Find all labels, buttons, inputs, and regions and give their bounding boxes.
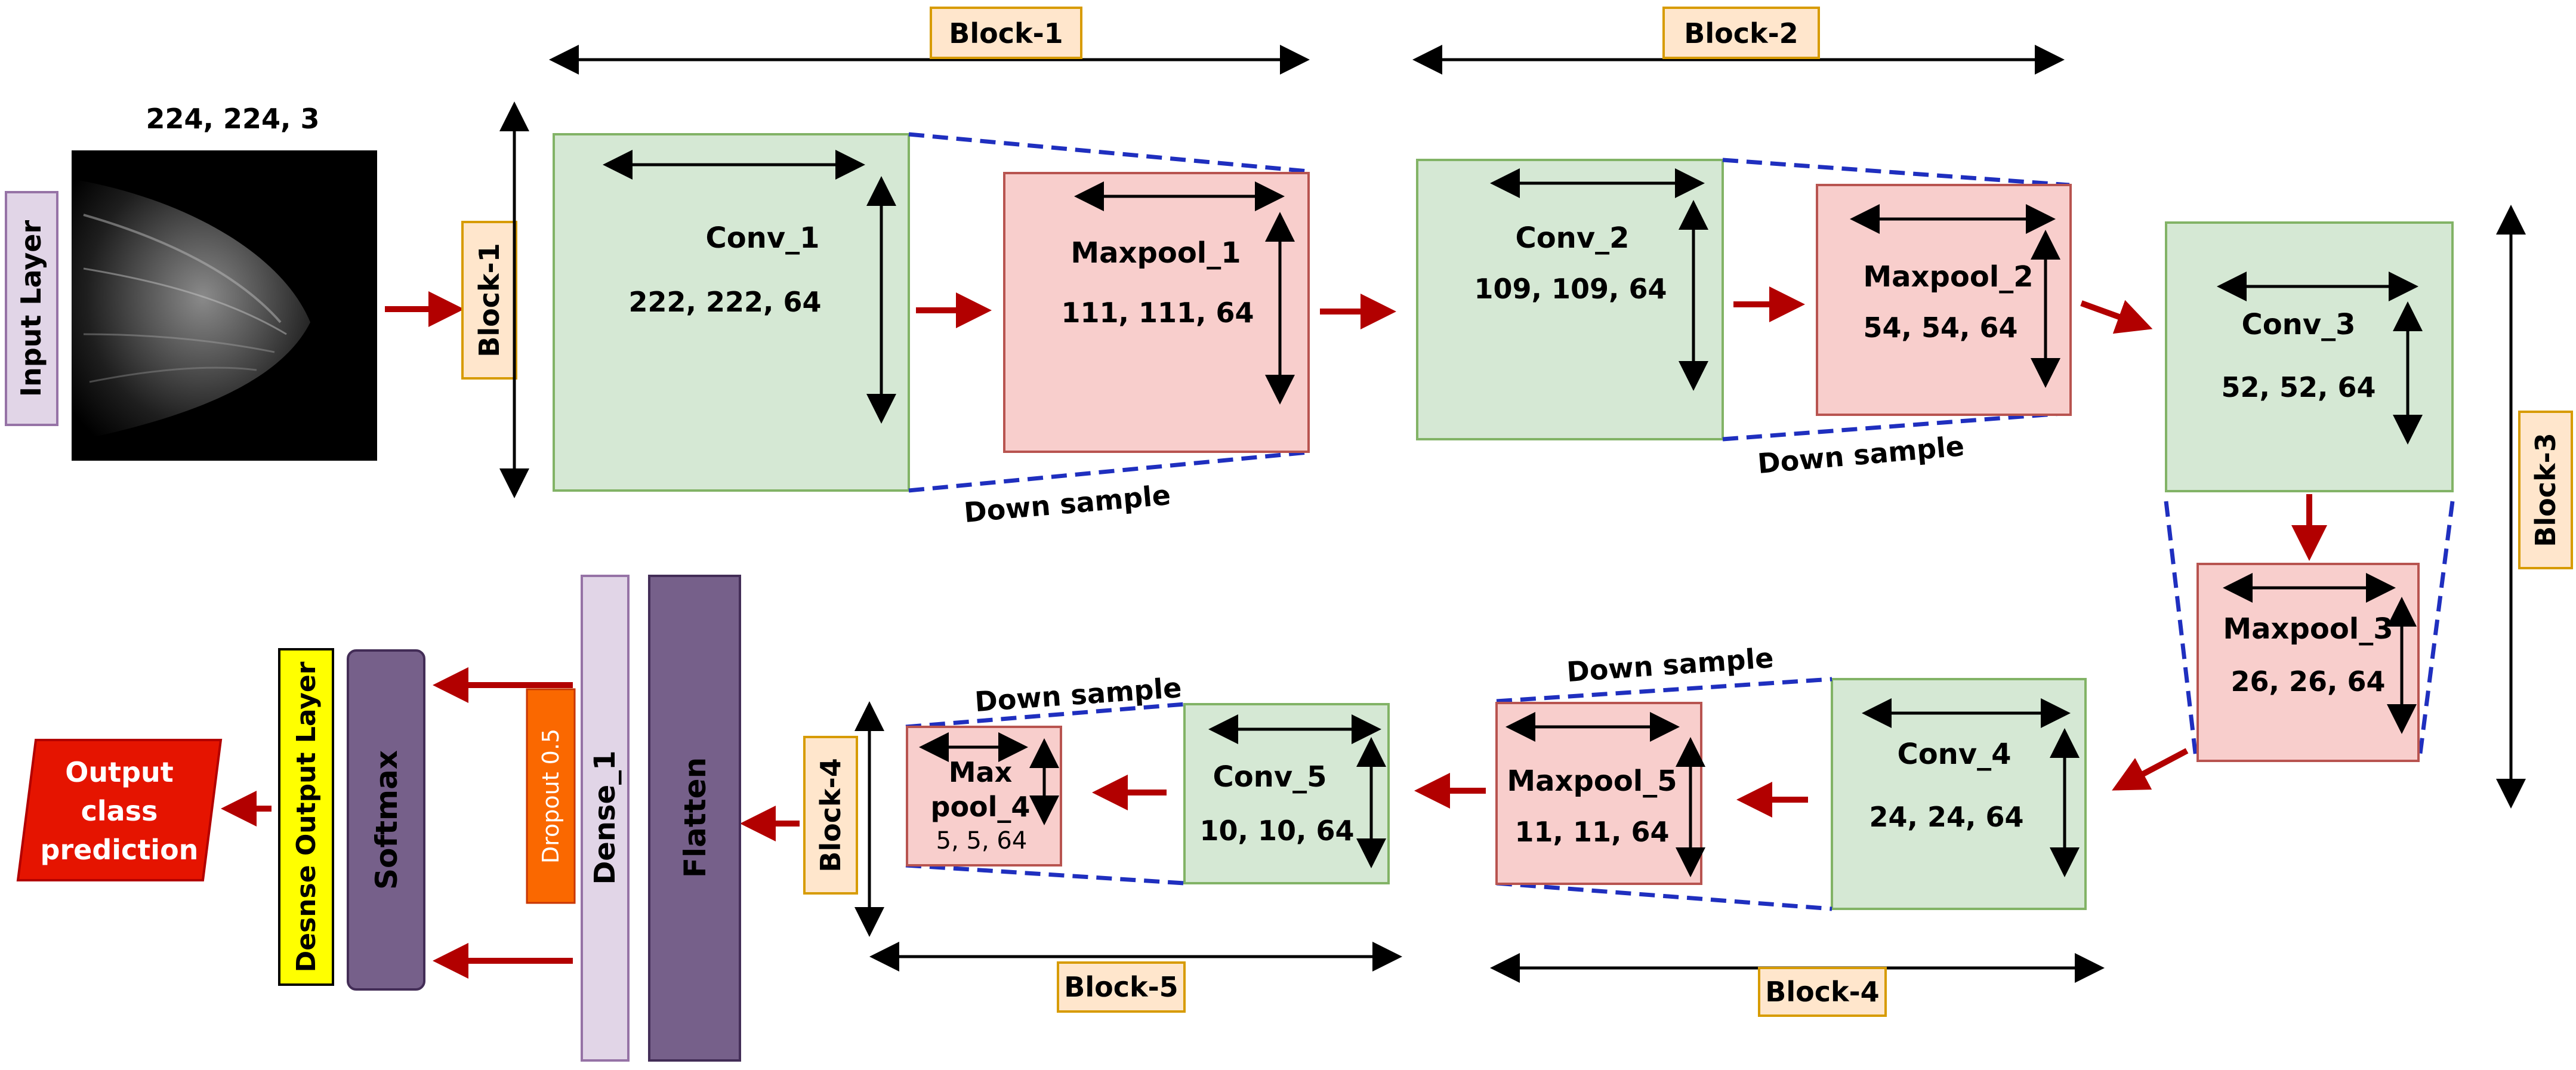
block1-side-label: Block-1 — [473, 243, 505, 357]
downsample1-label: Down sample — [962, 479, 1172, 529]
conv4-layer: Conv_4 24, 24, 64 — [1831, 678, 2087, 910]
downsample2-bottom-dash — [1722, 411, 2070, 442]
dense-layer: Dense_1 — [581, 575, 630, 1062]
maxpool2-layer: Maxpool_2 54, 54, 64 — [1816, 184, 2072, 416]
block4-side: Block-4 — [803, 701, 884, 937]
block4-bottom-label: Block-4 — [1765, 976, 1879, 1008]
downsample4-label: Down sample — [1566, 642, 1775, 688]
conv4-shape: 24, 24, 64 — [1869, 801, 2023, 833]
block2-header: Block-2 — [1412, 7, 2065, 75]
maxpool2-shape: 54, 54, 64 — [1863, 312, 2017, 344]
downsample2-top-dash — [1722, 158, 2070, 187]
conv5-name: Conv_5 — [1213, 760, 1326, 794]
conv3-name: Conv_3 — [2241, 308, 2355, 341]
conv5-layer: Conv_5 10, 10, 64 — [1183, 703, 1390, 884]
downsample4-bottom-dash — [1496, 881, 1832, 911]
block1-top-box — [930, 7, 1082, 59]
maxpool5-name: Maxpool_5 — [1507, 764, 1677, 798]
flatten-layer: Flatten — [648, 575, 741, 1062]
maxpool2-to-conv3-arrow — [2080, 300, 2153, 334]
downsample4-top-dash — [1496, 677, 1832, 704]
block1-header: Block-1 — [549, 7, 1310, 75]
maxpool4-name-line1: Max — [949, 756, 1013, 788]
block5-footer: Block-5 — [869, 942, 1402, 1013]
block5-bottom-box — [1057, 961, 1186, 1013]
block2-top-box — [1662, 7, 1820, 59]
conv3-layer: Conv_3 52, 52, 64 — [2165, 221, 2454, 492]
conv1-name: Conv_1 — [705, 221, 819, 255]
input-shape-label: 224, 224, 3 — [146, 103, 319, 135]
dropout-box: Dropout 0.5 — [526, 688, 576, 904]
maxpool1-name: Maxpool_1 — [1070, 236, 1241, 270]
block3-side: Block-3 — [2496, 205, 2573, 809]
maxpool4-name-line2: pool_4 — [931, 791, 1031, 823]
maxpool2-name: Maxpool_2 — [1863, 260, 2033, 294]
block3-side-box — [2518, 411, 2573, 569]
maxpool5-layer: Maxpool_5 11, 11, 64 — [1495, 702, 1705, 885]
maxpool4-layer: Max pool_4 5, 5, 64 — [906, 726, 1062, 867]
conv4-name: Conv_4 — [1897, 738, 2011, 771]
dense-output-label: Desnse Output Layer — [291, 661, 322, 972]
maxpool1-shape: 111, 111, 64 — [1061, 297, 1254, 329]
conv1-layer: Conv_1 222, 222, 64 — [553, 133, 910, 492]
dropout-label: Dropout 0.5 — [538, 729, 564, 864]
block4-footer: Block-4 — [1490, 953, 2105, 1017]
downsample5-bottom-dash — [905, 863, 1185, 886]
softmax-label: Softmax — [369, 750, 404, 890]
conv2-name: Conv_2 — [1515, 221, 1629, 255]
output-line3: prediction — [41, 834, 199, 866]
input-layer-box — [5, 191, 58, 426]
block4-side-label: Block-4 — [815, 758, 847, 872]
block3-side-label: Block-3 — [2529, 433, 2562, 547]
maxpool5-shape: 11, 11, 64 — [1514, 816, 1669, 848]
downsample1-bottom-dash — [908, 450, 1309, 493]
dense-output-layer: Desnse Output Layer — [278, 648, 334, 986]
output-prediction: Output class prediction — [16, 739, 223, 881]
maxpool3-layer: Maxpool_3 26, 26, 64 — [2196, 563, 2420, 762]
downsample3-right-dash — [2417, 501, 2455, 758]
block4-side-box — [803, 736, 858, 895]
conv3-shape: 52, 52, 64 — [2221, 371, 2376, 403]
input-layer-label: Input Layer — [15, 220, 47, 397]
conv1-shape: 222, 222, 64 — [628, 286, 821, 318]
flatten-label: Flatten — [678, 757, 712, 878]
maxpool3-shape: 26, 26, 64 — [2231, 665, 2385, 698]
maxpool1-layer: Maxpool_1 111, 111, 64 — [1003, 172, 1310, 453]
maxpool3-to-conv4-arrow — [2112, 748, 2189, 791]
conv2-layer: Conv_2 109, 109, 64 — [1416, 159, 1724, 440]
output-line1: Output — [65, 756, 174, 788]
block5-bottom-label: Block-5 — [1064, 971, 1178, 1003]
block4-bottom-box — [1758, 967, 1887, 1017]
downsample2-label: Down sample — [1756, 430, 1966, 480]
maxpool3-name: Maxpool_3 — [2223, 612, 2393, 646]
block1-top-label: Block-1 — [949, 17, 1063, 50]
conv5-shape: 10, 10, 64 — [1199, 815, 1354, 847]
maxpool4-shape: 5, 5, 64 — [936, 827, 1028, 855]
downsample3-left-dash — [2164, 501, 2198, 758]
conv2-shape: 109, 109, 64 — [1474, 273, 1667, 305]
input-section: Input Layer 224, 224, 3 Block-1 — [5, 101, 529, 498]
downsample1-top-dash — [908, 132, 1309, 174]
mammogram-image — [72, 150, 377, 461]
block2-top-label: Block-2 — [1684, 17, 1798, 50]
dense-label: Dense_1 — [588, 750, 622, 884]
output-line2: class — [81, 795, 158, 827]
softmax-layer: Softmax — [347, 649, 425, 991]
